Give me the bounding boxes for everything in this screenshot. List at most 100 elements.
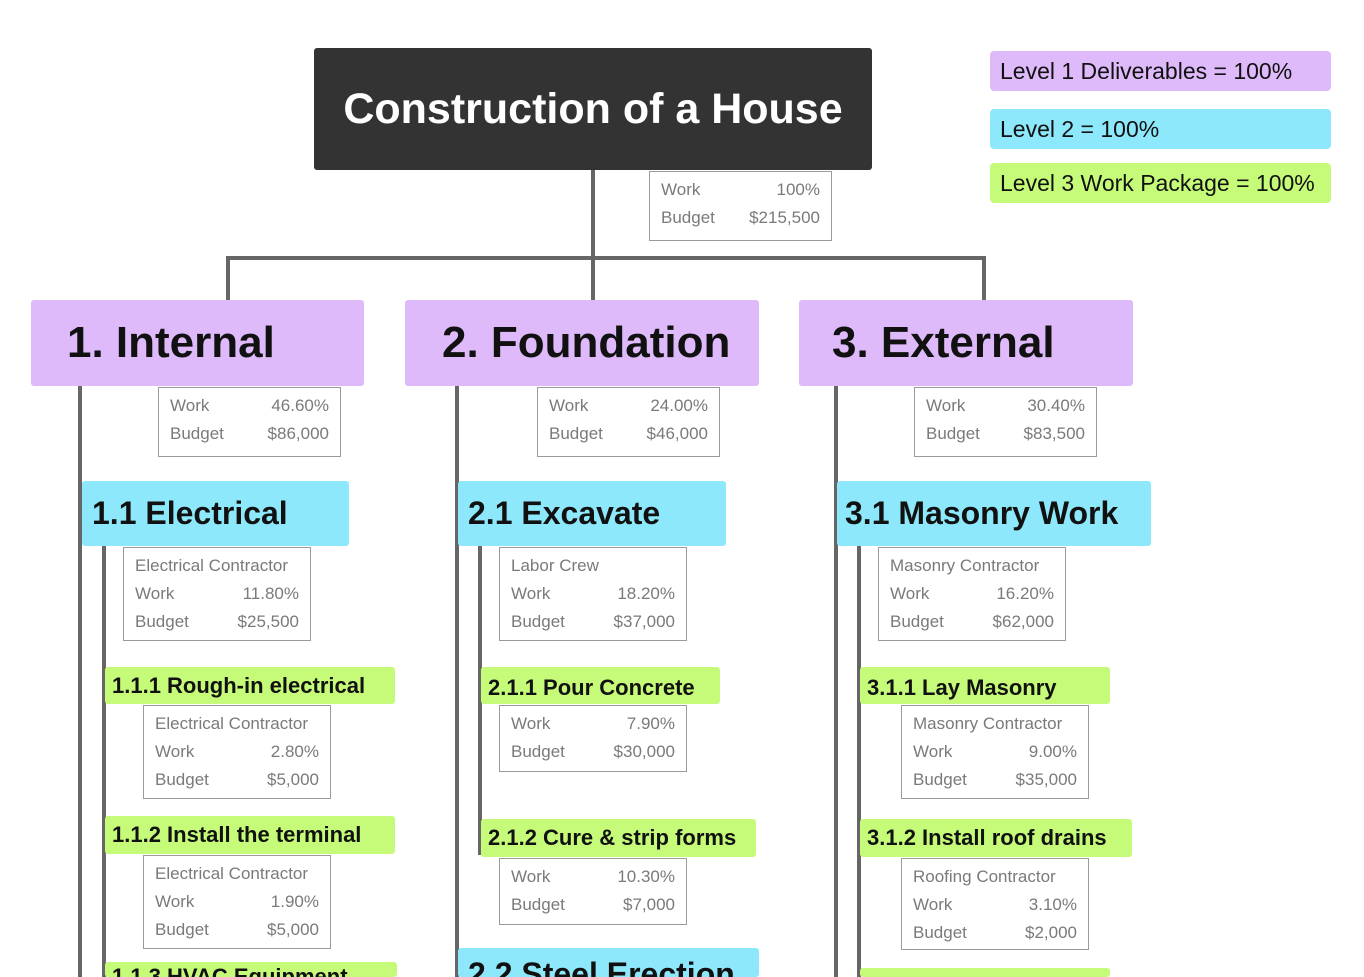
node-partial-external	[860, 968, 1110, 977]
work-label: Work	[511, 584, 551, 603]
contractor-label: Masonry Contractor	[890, 556, 1040, 575]
budget-value: $35,000	[1015, 770, 1077, 789]
spine-excavate	[478, 545, 482, 855]
budget-label: Budget	[135, 612, 189, 631]
node-steel-erection: 2.2 Steel Erection	[458, 948, 759, 977]
budget-value: $86,000	[267, 424, 329, 443]
work-value: 24.00%	[650, 396, 708, 415]
connector-to-internal	[226, 256, 230, 300]
work-label: Work	[890, 584, 930, 603]
legend-label: Level 2 = 100%	[1000, 115, 1160, 142]
spine-masonry	[857, 545, 861, 977]
budget-value: $37,000	[613, 612, 675, 631]
budget-value: $5,000	[267, 770, 319, 789]
info-excavate: Labor Crew Work 18.20% Budget $37,000	[499, 547, 687, 641]
work-value: 100%	[776, 180, 820, 199]
node-title: 2.2 Steel Erection	[468, 956, 735, 977]
node-title: 1.1.2 Install the terminal	[112, 822, 362, 847]
work-label: Work	[511, 867, 551, 886]
contractor-label: Masonry Contractor	[913, 714, 1063, 733]
node-electrical: 1.1 Electrical	[82, 481, 349, 546]
contractor-label: Roofing Contractor	[913, 867, 1056, 886]
work-label: Work	[549, 396, 589, 415]
node-cure-strip-forms: 2.1.2 Cure & strip forms	[481, 819, 756, 857]
node-title: 2.1 Excavate	[468, 495, 661, 531]
root-node: Construction of a House	[314, 48, 872, 170]
connector-to-external	[982, 256, 986, 300]
node-install-roof-drains: 3.1.2 Install roof drains	[860, 819, 1132, 857]
budget-value: $7,000	[623, 895, 675, 914]
spine-external	[834, 385, 838, 977]
spine-internal	[78, 385, 82, 977]
node-title: 1. Internal	[67, 318, 275, 367]
work-value: 11.80%	[242, 584, 299, 603]
node-install-terminal: 1.1.2 Install the terminal	[105, 816, 395, 854]
info-foundation: Work 24.00% Budget $46,000	[537, 387, 720, 457]
work-label: Work	[913, 742, 953, 761]
budget-label: Budget	[511, 742, 565, 761]
contractor-label: Labor Crew	[511, 556, 599, 575]
node-title: 1.1.3 HVAC Equipment	[112, 964, 348, 977]
budget-label: Budget	[926, 424, 980, 443]
root-title: Construction of a House	[343, 84, 843, 133]
work-label: Work	[511, 714, 551, 733]
node-title: 2.1.2 Cure & strip forms	[488, 825, 737, 850]
budget-label: Budget	[511, 895, 565, 914]
spine-electrical	[102, 545, 106, 977]
budget-label: Budget	[549, 424, 603, 443]
work-label: Work	[155, 892, 195, 911]
budget-label: Budget	[155, 920, 209, 939]
budget-label: Budget	[511, 612, 565, 631]
work-label: Work	[170, 396, 210, 415]
node-title: 2.1.1 Pour Concrete	[488, 674, 695, 700]
work-value: 30.40%	[1027, 396, 1085, 415]
legend-level-1: Level 1 Deliverables = 100%	[990, 51, 1331, 91]
node-title: 3.1 Masonry Work	[845, 495, 1119, 531]
budget-value: $215,500	[749, 208, 820, 227]
node-excavate: 2.1 Excavate	[458, 481, 726, 546]
connector-root-down	[591, 169, 595, 300]
node-pour-concrete: 2.1.1 Pour Concrete	[481, 667, 720, 704]
budget-value: $30,000	[613, 742, 675, 761]
work-label: Work	[155, 742, 195, 761]
budget-label: Budget	[913, 923, 967, 942]
node-foundation: 2. Foundation	[405, 300, 759, 386]
node-title: 3.1.2 Install roof drains	[867, 825, 1107, 850]
node-rough-in-electrical: 1.1.1 Rough-in electrical	[105, 667, 395, 704]
legend-level-2: Level 2 = 100%	[990, 109, 1331, 149]
work-value: 18.20%	[617, 584, 675, 603]
connector-horizontal	[226, 256, 986, 260]
work-label: Work	[913, 895, 953, 914]
node-title: 3.1.1 Lay Masonry	[867, 674, 1057, 700]
legend-level-3: Level 3 Work Package = 100%	[990, 163, 1331, 203]
contractor-label: Electrical Contractor	[155, 864, 309, 883]
node-external: 3. External	[799, 300, 1133, 386]
node-title: 3. External	[832, 318, 1055, 367]
legend-label: Level 1 Deliverables = 100%	[1000, 57, 1293, 84]
budget-value: $25,500	[237, 612, 299, 631]
work-value: 3.10%	[1028, 895, 1077, 914]
budget-value: $46,000	[646, 424, 708, 443]
work-value: 9.00%	[1028, 742, 1077, 761]
legend-label: Level 3 Work Package = 100%	[1000, 169, 1315, 196]
budget-label: Budget	[661, 208, 715, 227]
contractor-label: Electrical Contractor	[155, 714, 309, 733]
spine-foundation	[455, 385, 459, 977]
budget-label: Budget	[155, 770, 209, 789]
node-lay-masonry: 3.1.1 Lay Masonry	[860, 667, 1110, 704]
budget-value: $5,000	[267, 920, 319, 939]
work-value: 46.60%	[271, 396, 329, 415]
node-hvac-equipment: 1.1.3 HVAC Equipment	[105, 962, 397, 977]
node-title: 1.1.1 Rough-in electrical	[112, 672, 366, 698]
work-value: 10.30%	[617, 867, 675, 886]
budget-label: Budget	[913, 770, 967, 789]
